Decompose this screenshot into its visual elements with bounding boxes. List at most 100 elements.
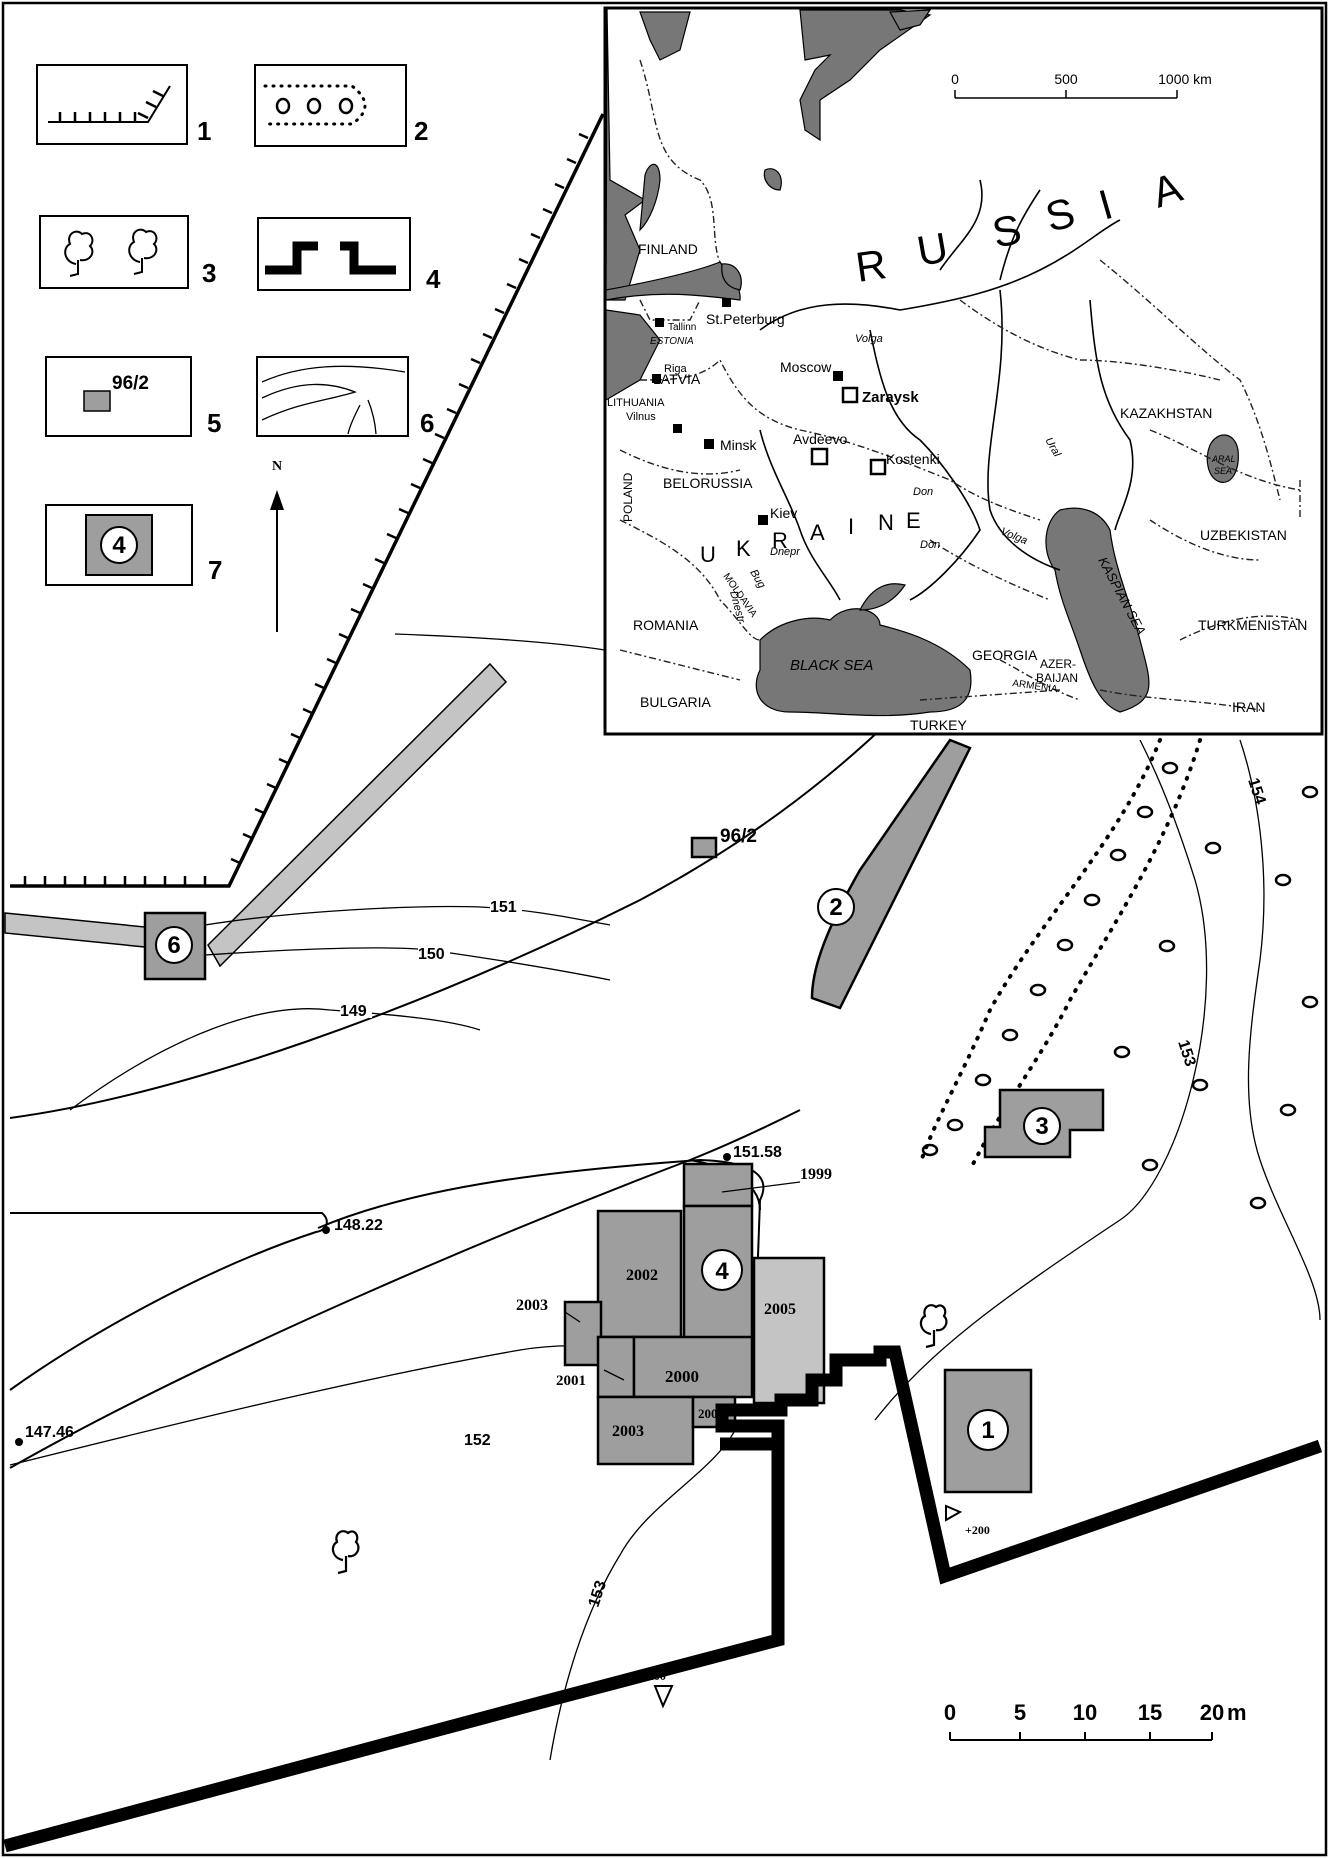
wall-symbol	[265, 241, 396, 275]
russia-letter: R	[853, 240, 890, 291]
legend-number-4: 4	[426, 264, 441, 294]
ukraine-letter: U	[700, 542, 716, 567]
capital-marker-icon	[758, 515, 768, 525]
gulf-of-riga	[605, 309, 661, 402]
bone-band-east	[918, 738, 1162, 1167]
picket-marker-icon	[653, 1685, 674, 1709]
contour-labels: 151 150 149 152 153 153 154	[340, 776, 1269, 1609]
year-1999: 1999	[800, 1166, 832, 1183]
escarpment-line	[10, 113, 605, 888]
country-kazakhstan: KAZAKHSTAN	[1120, 405, 1212, 421]
city-kiev: Kiev	[770, 505, 797, 521]
site-kostenki: Kostenki	[886, 451, 940, 467]
north-label: N	[272, 459, 282, 474]
circle-symbol	[338, 97, 354, 115]
legend-box-1	[36, 64, 188, 145]
site-marker-icon	[869, 458, 887, 476]
spot-height-148-22: 148.22	[334, 1217, 383, 1234]
country-poland: POLAND	[621, 472, 635, 522]
inset-map: 0 500 1000 km R U S S I A U K R A I N E …	[603, 6, 1324, 736]
lake-ladoga-north	[639, 163, 661, 232]
year-2002: 2002	[626, 1267, 658, 1284]
ravine-symbol	[261, 365, 406, 435]
country-uzbekistan: UZBEKISTAN	[1200, 527, 1287, 543]
ukraine-letter: N	[878, 510, 894, 535]
ukraine-letter: E	[906, 508, 921, 533]
ukraine-label: U K R A I N E	[700, 508, 921, 567]
site-marker-icon	[810, 447, 829, 466]
legend-number-2: 2	[414, 116, 428, 146]
circle-symbol	[275, 97, 291, 115]
bone-circles	[921, 761, 1319, 1210]
ukraine-letter: I	[848, 514, 854, 539]
capital-marker-icon	[673, 424, 682, 433]
country-turkey: TURKEY	[910, 717, 967, 733]
river-kama	[939, 179, 1041, 281]
area-label-6: 6	[167, 932, 180, 959]
legend-number-6: 6	[420, 408, 434, 438]
country-azerbaijan-2: BAIJAN	[1036, 671, 1078, 685]
river-label-volga: Volga	[855, 333, 883, 345]
year-2003-south: 2003	[612, 1423, 644, 1440]
site-marker-icon	[841, 386, 859, 404]
legend-number-1: 1	[197, 116, 211, 146]
picket-100: +100	[641, 1669, 666, 1683]
ukraine-letter: K	[736, 536, 751, 561]
river-label-don: Don	[913, 486, 933, 498]
ravine-north-edge	[9, 649, 961, 1119]
inset-scale-500: 500	[1054, 71, 1078, 87]
spot-heights: 151.58 148.22 147.46	[15, 1144, 782, 1446]
country-romania: ROMANIA	[633, 617, 699, 633]
scale-tick-0: 0	[944, 1700, 956, 1725]
capital-marker-icon	[833, 371, 843, 381]
excavation-area-6: 6	[143, 911, 207, 981]
year-2005: 2005	[764, 1301, 796, 1318]
legend-box-6	[256, 356, 409, 437]
contour-label-151: 151	[490, 899, 517, 916]
area-number-circle	[100, 526, 138, 564]
excavation-area-1: 1	[943, 1368, 1033, 1494]
escarpment-ticks	[58, 89, 164, 122]
upper-boundary-line	[394, 633, 606, 651]
contour-label-152: 152	[464, 1432, 491, 1449]
capital-marker-icon	[704, 439, 714, 449]
legend-box-5	[45, 356, 192, 437]
spot-height-151-58: 151.58	[733, 1144, 782, 1161]
river-labels: Volga Don Don Volga Ural Dnepr Bug Dnest…	[727, 333, 1063, 625]
dotted-outline-symbol	[263, 84, 367, 126]
scale-tick-10: 10	[1073, 1700, 1097, 1725]
city-tallinn: Tallinn	[668, 322, 696, 333]
white-sea-north	[639, 11, 691, 61]
sea-of-azov	[859, 583, 906, 611]
legend-sample-7: 4	[112, 532, 126, 559]
river-don	[869, 329, 981, 601]
country-belorussia: BELORUSSIA	[663, 475, 753, 491]
excavation-years: 1999 2002 2005 2003 2001 2000 2004 2003	[516, 1166, 832, 1440]
site-scale-bar: 0 5 10 15 20 m	[944, 1700, 1247, 1741]
area-label-1: 1	[981, 1417, 994, 1444]
city-moscow: Moscow	[780, 359, 832, 375]
country-bulgaria: BULGARIA	[640, 694, 711, 710]
country-iran: IRAN	[1232, 699, 1265, 715]
legend-number-5: 5	[207, 408, 221, 438]
legend-box-3	[39, 215, 189, 289]
ravine-branch-outline	[9, 1212, 328, 1391]
inset-scale-0: 0	[951, 71, 959, 87]
river-dnepr	[759, 429, 841, 601]
test-pit-96-2	[690, 836, 718, 859]
sea-label-black-sea: BLACK SEA	[790, 657, 873, 674]
year-2000: 2000	[665, 1367, 699, 1386]
capital-marker-icon	[652, 374, 661, 383]
white-sea	[799, 9, 932, 142]
sea-label-aral-1: ARAL	[1211, 454, 1236, 464]
circle-symbol	[306, 97, 322, 115]
inset-scale-bar: 0 500 1000 km	[951, 71, 1212, 99]
block-2001	[596, 1335, 636, 1399]
site-avdeevo: Avdeevo	[793, 431, 847, 447]
inset-frame	[603, 6, 1324, 736]
legend-box-4	[257, 217, 411, 291]
scale-tick-5: 5	[1014, 1700, 1026, 1725]
block-1999	[682, 1162, 754, 1208]
scale-unit: m	[1227, 1700, 1247, 1725]
